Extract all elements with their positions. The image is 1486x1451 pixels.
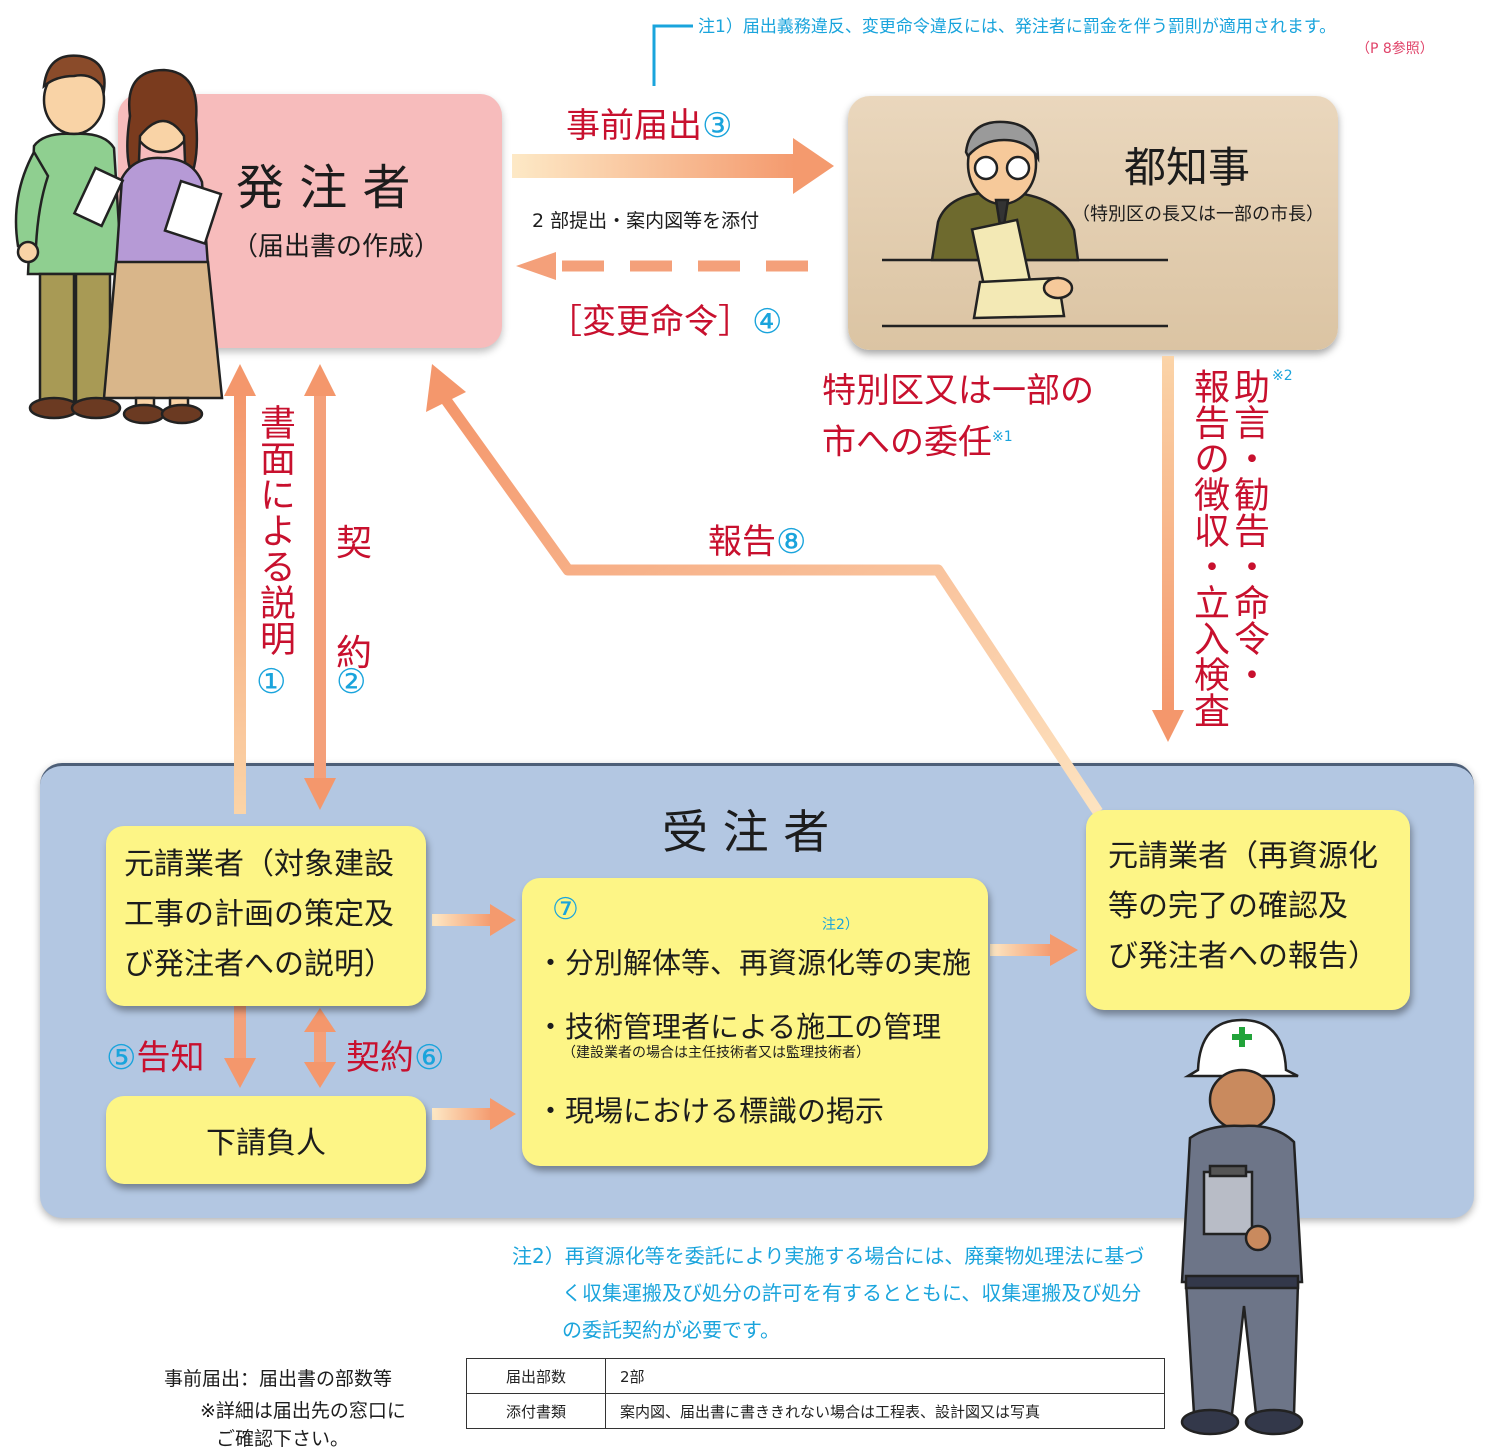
written-explanation-arrow <box>224 364 256 814</box>
advice-col2: 報告の徴収・立入検査 <box>1188 368 1229 728</box>
footer-note1: ※詳細は届出先の窓口に <box>200 1400 406 1422</box>
step-item: ・技術管理者による施工の管理 <box>536 1010 942 1044</box>
contract6-label: 契約⑥ <box>346 1030 444 1079</box>
report-arrow <box>426 364 1103 816</box>
governor-title: 都知事 <box>1124 143 1251 192</box>
note2-line: く収集運搬及び処分の許可を有するとともに、収集運搬及び処分 <box>562 1281 1142 1305</box>
footer-title: 事前届出：届出書の部数等 <box>164 1368 393 1390</box>
contract6-arrow <box>304 1008 336 1088</box>
note2-line: の委託契約が必要です。 <box>562 1318 780 1342</box>
table-row: 届出部数 2部 <box>466 1358 1165 1394</box>
prior-notice-arrow <box>512 138 834 194</box>
prior-notice-num: ③ <box>702 106 733 146</box>
report-num: ⑧ <box>776 522 807 562</box>
contract-arrow <box>304 364 336 810</box>
note1-ref: （P 8参照） <box>1356 41 1434 57</box>
notify-num: ⑤ <box>106 1038 137 1078</box>
prime-report-line: 元請業者（再資源化 <box>1108 839 1378 874</box>
change-order-arrow <box>516 252 832 280</box>
contract6-text: 契約 <box>346 1038 414 1078</box>
note1-bracket <box>652 24 693 86</box>
couple-illustration-icon <box>14 54 224 425</box>
delegation-mark: ※1 <box>992 429 1013 445</box>
step-num: ⑦ <box>552 892 579 927</box>
client-subtitle: （届出書の作成） <box>232 232 441 262</box>
step-item: ・現場における標識の掲示 <box>536 1094 885 1128</box>
change-order-label: ［変更命令］④ <box>548 294 782 343</box>
prime-plan-box: 元請業者（対象建設 工事の計画の策定及 び発注者への説明） <box>106 826 426 1006</box>
contract-label-1: 契 <box>336 523 373 564</box>
table-cell-value: 2部 <box>605 1358 1165 1394</box>
report-label: 報告⑧ <box>708 514 806 563</box>
notify-label: ⑤告知 <box>106 1030 204 1079</box>
plan-to-steps-arrow <box>432 904 516 936</box>
prime-report-line: 等の完了の確認及 <box>1108 889 1348 924</box>
contract6-num: ⑥ <box>414 1038 445 1078</box>
table-cell-label: 添付書類 <box>466 1393 606 1429</box>
note2-mark: 注2） <box>822 917 859 933</box>
notify-arrow <box>224 1006 256 1088</box>
worker-illustration-icon <box>1180 1018 1304 1436</box>
prime-report-box: 元請業者（再資源化 等の完了の確認及 び発注者への報告） <box>1086 810 1410 1010</box>
advice-col1: 助言・勧告・命令・ <box>1228 368 1269 692</box>
delegation-line2: 市への委任 <box>822 422 992 463</box>
table-cell-label: 届出部数 <box>466 1358 606 1394</box>
advice-mark: ※2 <box>1272 368 1293 384</box>
contract-label-2: 約 <box>336 633 373 674</box>
change-order-text: ［変更命令］ <box>548 302 752 342</box>
steps-to-report-arrow <box>990 934 1078 966</box>
report-text: 報告 <box>708 522 776 562</box>
step-item-sub: （建設業者の場合は主任技術者又は監理技術者） <box>562 1045 870 1061</box>
governor-subtitle: （特別区の長又は一部の市長） <box>1072 204 1324 225</box>
subcontractor-label: 下請負人 <box>206 1126 326 1161</box>
prime-plan-line: び発注者への説明） <box>124 947 394 982</box>
governor-illustration-icon <box>882 120 1168 328</box>
change-order-num: ④ <box>752 302 783 342</box>
prior-notice-label: 事前届出③ <box>566 98 732 147</box>
note2-line: 注2）再資源化等を委託により実施する場合には、廃棄物処理法に基づ <box>512 1244 1145 1268</box>
contractor-title: 受 注 者 <box>662 805 830 859</box>
contract-num: ② <box>336 662 367 702</box>
table-cell-value: 案内図、届出書に書ききれない場合は工程表、設計図又は写真 <box>605 1393 1165 1429</box>
notify-text: 告知 <box>136 1038 205 1078</box>
submission-table: 届出部数 2部 添付書類 案内図、届出書に書ききれない場合は工程表、設計図又は写… <box>466 1358 1165 1429</box>
submit-note: 2 部提出・案内図等を添付 <box>532 210 760 232</box>
governor-box <box>848 96 1338 350</box>
delegation-line1: 特別区又は一部の <box>822 371 1094 411</box>
written-explanation-num: ① <box>256 662 287 702</box>
steps-box: ⑦ 注2） ・分別解体等、再資源化等の実施 ・技術管理者による施工の管理 （建設… <box>522 878 988 1166</box>
sub-to-steps-arrow <box>432 1098 516 1130</box>
advice-arrow <box>1152 356 1184 742</box>
note1-text: 注1）届出義務違反、変更命令違反には、発注者に罰金を伴う罰則が適用されます。 <box>698 17 1337 37</box>
footer-note2: ご確認下さい。 <box>216 1428 350 1450</box>
note2: 注2）再資源化等を委託により実施する場合には、廃棄物処理法に基づ く収集運搬及び… <box>512 1238 1144 1349</box>
delegation-label: 特別区又は一部の 市への委任※1 <box>822 368 1094 465</box>
client-title: 発 注 者 <box>236 160 411 216</box>
prime-plan-line: 元請業者（対象建設 <box>124 847 394 882</box>
table-row: 添付書類 案内図、届出書に書ききれない場合は工程表、設計図又は写真 <box>466 1393 1165 1429</box>
prime-plan-line: 工事の計画の策定及 <box>124 897 394 932</box>
step-item: ・分別解体等、再資源化等の実施 <box>536 946 972 980</box>
subcontractor-box: 下請負人 <box>106 1096 426 1184</box>
prior-notice-text: 事前届出 <box>566 106 702 146</box>
prime-report-line: び発注者への報告） <box>1108 939 1378 974</box>
written-explanation-label: 書面による説明 <box>254 404 295 656</box>
